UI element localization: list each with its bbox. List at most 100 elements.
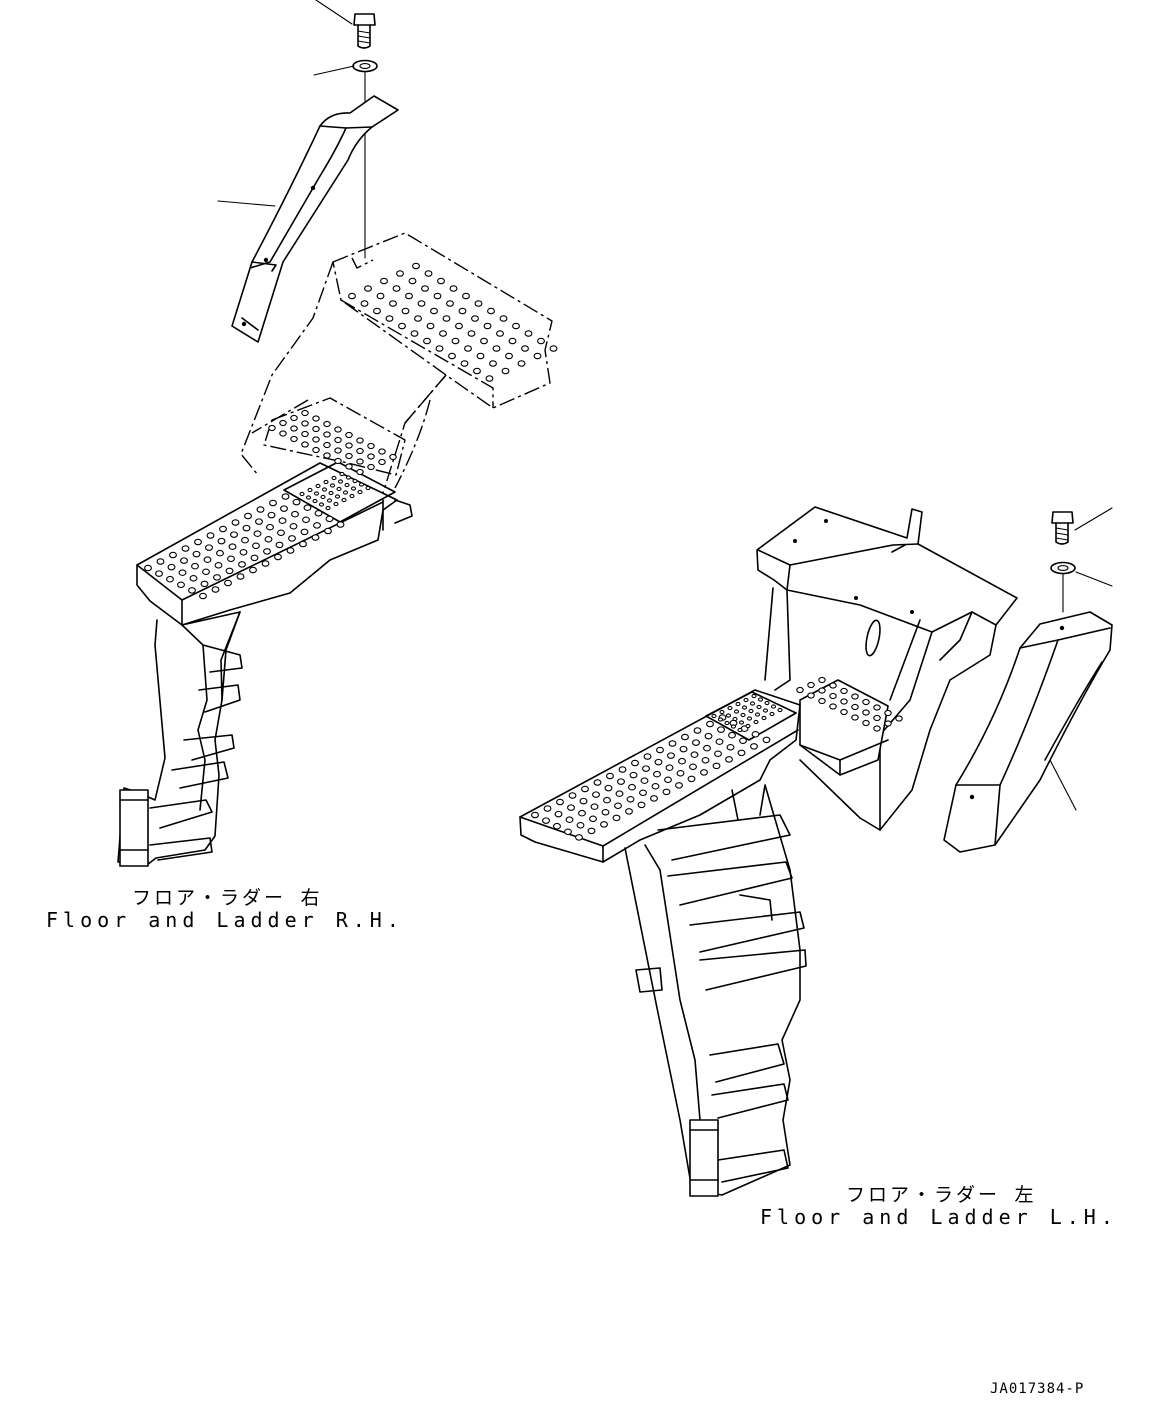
lh-landing-tread-hole	[604, 784, 613, 792]
lh-landing-tread-hole	[593, 779, 602, 786]
rh-upper-tread-hole	[364, 285, 372, 292]
rh-landing-tread-hole	[264, 536, 273, 543]
lh-middle-tread-hole	[873, 714, 881, 722]
rh-landing-tread-hole	[242, 524, 251, 532]
lh-landing-tread-hole	[618, 766, 627, 773]
rh-upper-tread-hole	[487, 307, 495, 315]
lh-landing-tread-hole	[587, 827, 596, 835]
lh-landing-tread-hole	[589, 815, 597, 823]
lh-panel-tread-hole	[741, 705, 748, 710]
lh-bolt	[1051, 511, 1074, 545]
rh-panel-tread-hole	[333, 501, 339, 507]
lh-panel-tread-hole	[761, 715, 767, 721]
rh-landing-tread-hole	[188, 587, 196, 594]
rh-landing-tread-hole	[292, 498, 301, 506]
rh-upper-tread-hole	[512, 322, 520, 330]
lh-middle-tread-hole	[895, 715, 903, 722]
lh-landing-tread-hole	[715, 738, 724, 745]
rh-panel-tread-hole	[365, 485, 371, 491]
lh-middle-tread-hole	[873, 704, 881, 711]
rh-panel-tread-hole	[337, 479, 344, 484]
rh-middle-tread-hole	[356, 437, 364, 444]
rh-middle-tread-hole	[367, 453, 375, 460]
rh-landing-tread-hole	[225, 567, 234, 575]
lh-landing-tread-hole	[601, 809, 610, 816]
rh-landing-tread-hole	[300, 528, 309, 536]
lh-landing-tread-hole	[750, 743, 758, 750]
rh-upper-tread-hole	[448, 352, 456, 360]
rh-landing-tread-hole	[191, 562, 199, 570]
rh-upper-tread-hole	[423, 337, 431, 345]
rh-middle-tread-hole	[312, 415, 320, 422]
rh-panel-tread-hole	[313, 491, 320, 496]
rh-middle-tread-hole	[312, 425, 320, 433]
rh-upper-tread-hole	[446, 300, 454, 307]
rh-landing-tread-hole	[166, 575, 174, 583]
lh-landing-tread-hole	[714, 750, 722, 758]
rh-upper-tread-hole	[433, 292, 442, 300]
rh-upper-tread-hole	[421, 285, 429, 292]
rh-landing-tread-hole	[213, 574, 221, 581]
rh-upper-tread-hole	[385, 315, 394, 322]
rh-ladder	[117, 611, 243, 867]
lh-panel-tread-hole	[745, 723, 751, 729]
rh-middle-tread-hole	[345, 463, 353, 470]
rh-upper-tread-hole	[405, 292, 413, 300]
rh-landing-tread-hole	[231, 519, 240, 526]
lh-landing-tread-hole	[676, 770, 685, 777]
rh-upper-tread-hole	[496, 330, 504, 337]
lh-landing-tread-hole	[662, 788, 671, 796]
lh-landing-tread-hole	[737, 749, 746, 757]
rh-upper-tread-hole	[396, 270, 404, 277]
rh-landing-tread-hole	[256, 506, 265, 513]
lh-landing-tread-hole	[603, 796, 611, 804]
lh-landing-tread-hole	[665, 764, 674, 771]
rh-landing-tread-hole	[275, 541, 284, 549]
lh-panel-tread-hole	[757, 697, 764, 702]
lh-panel-tread-hole	[756, 704, 762, 710]
rh-panel-tread-hole	[315, 483, 321, 489]
rh-upper-tread-hole	[414, 315, 422, 322]
lh-middle-tread-hole	[840, 687, 848, 695]
lh-landing-tread-hole	[689, 763, 697, 771]
lh-landing-tread-hole	[592, 791, 600, 798]
lh-landing-tread-hole	[656, 746, 664, 754]
rh-upper-tread-hole	[521, 345, 529, 352]
rh-landing	[136, 461, 413, 626]
lh-landing-tread-hole	[725, 756, 733, 763]
rh-upper-tread-hole	[380, 277, 388, 285]
rh-landing-tread-hole	[192, 550, 201, 558]
rh-middle-tread-hole	[378, 448, 386, 455]
rh-middle-tread-hole	[334, 426, 342, 433]
lh-middle-tread-hole	[818, 676, 826, 684]
lh-middle-tread-hole	[862, 709, 870, 716]
lh-middle-tread-hole	[884, 720, 892, 727]
lh-landing-tread-hole	[579, 797, 588, 805]
lh-landing-tread-hole	[650, 795, 658, 802]
lh-landing-tread-hole	[681, 733, 689, 741]
lh-landing-tread-hole	[678, 757, 686, 765]
rh-panel-tread-hole	[344, 482, 350, 488]
rh-landing-tread-hole	[217, 537, 226, 545]
rh-panel-tread-hole	[358, 482, 365, 487]
lh-landing-tread-hole	[651, 783, 660, 790]
rh-landing-tread-hole	[241, 536, 249, 544]
lh-washer-leader	[1075, 571, 1113, 587]
rh-panel-tread-hole	[307, 487, 313, 493]
rh-panel-tread-hole	[334, 494, 341, 499]
rh-landing-tread-hole	[267, 511, 276, 519]
rh-upper-tread-hole	[460, 360, 469, 367]
rh-landing-tread-hole	[289, 523, 298, 530]
lh-landing-tread-hole	[664, 776, 672, 784]
lh-handrail-cover	[943, 611, 1113, 853]
lh-middle-tread-hole	[840, 698, 848, 705]
lh-landing-tread-hole	[690, 751, 699, 758]
lh-landing-tread-hole	[542, 817, 550, 824]
rh-panel-tread-hole	[318, 502, 325, 507]
lh-landing-tread-hole	[575, 834, 583, 841]
lh-panel-tread-hole	[754, 712, 761, 717]
rh-landing-tread-hole	[203, 556, 212, 563]
rh-upper-tread-hole	[389, 300, 397, 307]
lh-panel-tread-hole	[738, 720, 745, 725]
rh-panel-tread-hole	[326, 498, 333, 503]
